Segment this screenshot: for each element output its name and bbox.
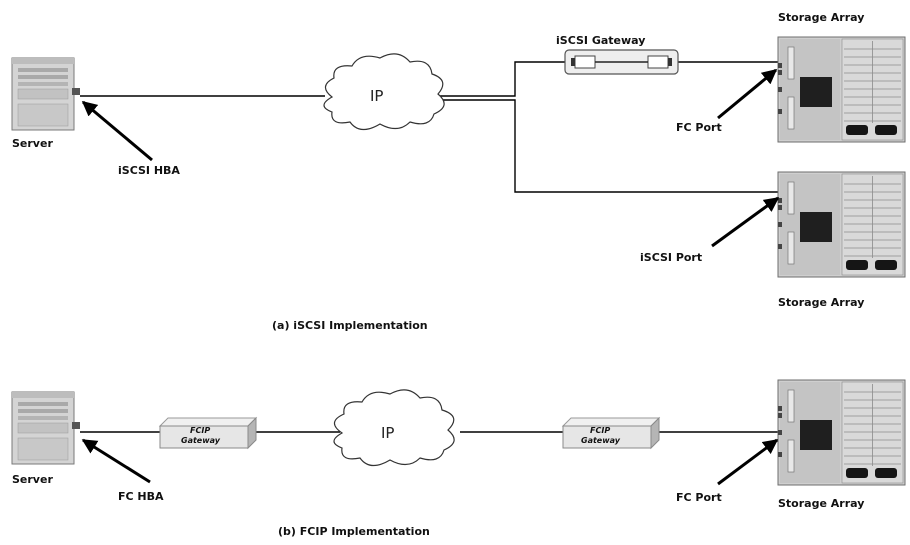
caption-a: (a) iSCSI Implementation: [272, 319, 428, 332]
ip-label-b: IP: [381, 424, 394, 442]
link-ip-array-iscsi: [440, 99, 780, 193]
fcip-gateway-right-line1: FCIP: [590, 426, 610, 435]
storage-array-label-a1: Storage Array: [778, 11, 864, 24]
server-icon-b: [11, 391, 81, 465]
arrow-iscsi-port: [711, 196, 780, 248]
caption-b: (b) FCIP Implementation: [278, 525, 430, 538]
server-label-a: Server: [12, 137, 53, 150]
fc-hba-label: FC HBA: [118, 490, 164, 503]
server-icon-a: [11, 57, 81, 131]
storage-array-label-a2: Storage Array: [778, 296, 864, 309]
fcip-gateway-left-line1: FCIP: [190, 426, 210, 435]
ip-label-a: IP: [370, 87, 383, 105]
arrow-iscsi-hba: [81, 100, 153, 162]
iscsi-hba-label: iSCSI HBA: [118, 164, 180, 177]
panel-b: Server FCIP Gateway FCIP Gateway IP Stor…: [11, 379, 906, 538]
fc-port-label-a: FC Port: [676, 121, 722, 134]
ip-cloud-a: [323, 53, 445, 131]
panel-a: Server IP iSCSI Gateway Storage Array St…: [11, 11, 906, 332]
arrow-fc-port-b: [717, 438, 779, 486]
iscsi-port-label: iSCSI Port: [640, 251, 702, 264]
arrow-fc-hba: [81, 438, 151, 484]
link-ip-gateway: [440, 61, 565, 97]
storage-array-icon-a1: [777, 36, 906, 143]
iscsi-gateway-icon: [564, 49, 679, 75]
server-label-b: Server: [12, 473, 53, 486]
iscsi-gateway-label: iSCSI Gateway: [556, 34, 645, 47]
storage-array-icon-a2: [777, 171, 906, 278]
storage-array-icon-b: [777, 379, 906, 486]
ip-cloud-b: [333, 389, 455, 467]
storage-array-label-b: Storage Array: [778, 497, 864, 510]
fcip-gateway-left-line2: Gateway: [181, 436, 221, 445]
arrow-fc-port-a: [717, 68, 778, 120]
fcip-gateway-right-line2: Gateway: [581, 436, 621, 445]
fc-port-label-b: FC Port: [676, 491, 722, 504]
